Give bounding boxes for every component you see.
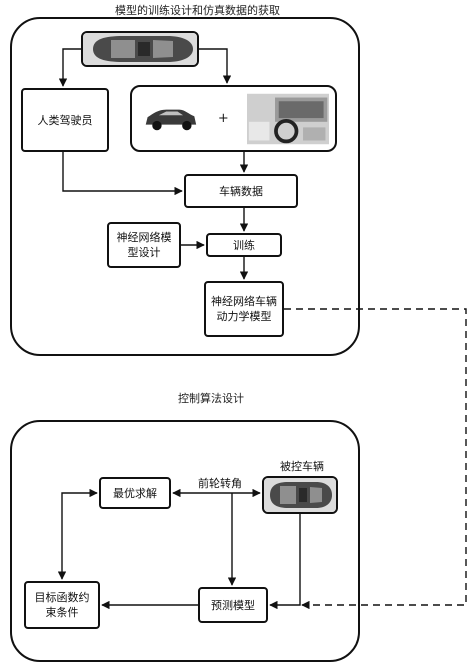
arrow-objective-optimal [57,488,98,580]
dashed-link-model-to-predictive [284,308,467,610]
driving-simulator-icon [246,93,329,144]
nn-vehicle-dynamics-model-label: 神经网络车辆动力学模型 [211,295,277,323]
car-topview-icon [83,33,197,65]
controlled-vehicle-image [262,476,338,514]
human-driver-label: 人类驾驶员 [37,113,93,127]
human-driver-box: 人类驾驶员 [21,88,109,152]
nn-vehicle-dynamics-model-box: 神经网络车辆动力学模型 [204,281,284,337]
nn-model-design-box: 神经网络模型设计 [107,222,181,268]
controlled-vehicle-label: 被控车辆 [280,460,324,473]
arrow-car-to-simulator [199,48,232,84]
plus-sign: + [217,111,229,126]
predictive-model-box: 预测模型 [198,587,268,623]
objective-constraints-box: 目标函数约束条件 [24,581,100,629]
arrow-driver-to-data [62,152,183,196]
arrow-car-to-driver [58,48,81,87]
top-vehicle-image [81,31,199,67]
bottom-section-title: 控制算法设计 [178,392,244,405]
optimal-solution-box: 最优求解 [99,477,171,509]
front-wheel-angle-label: 前轮转角 [198,477,242,490]
vehicle-data-box: 车辆数据 [184,174,298,208]
arrow-vehicle-to-predictive [269,514,301,610]
sedan-car-icon [145,109,197,130]
training-box: 训练 [206,233,282,257]
top-section-title: 模型的训练设计和仿真数据的获取 [115,4,280,17]
simulator-image-box: + [130,85,337,152]
objective-constraints-label: 目标函数约束条件 [34,591,90,619]
car-topview-icon [264,478,336,512]
nn-model-design-label: 神经网络模型设计 [116,231,172,259]
